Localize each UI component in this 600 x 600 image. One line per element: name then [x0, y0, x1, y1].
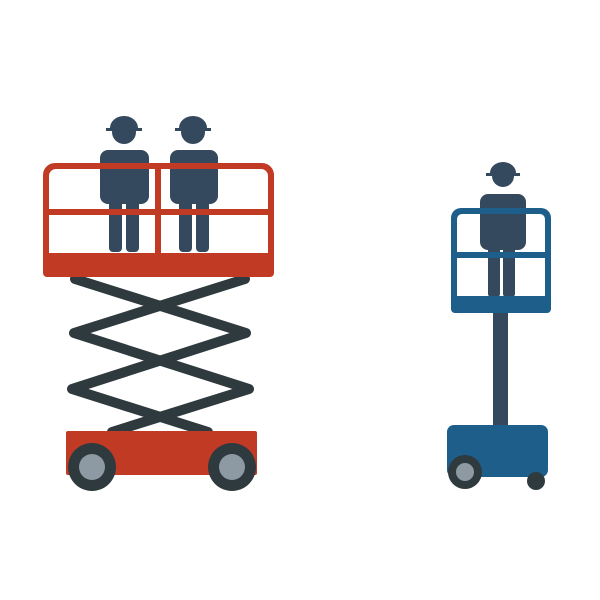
wheel — [448, 455, 482, 489]
mast-lift — [447, 162, 551, 490]
platform-deck — [43, 253, 274, 277]
worker — [100, 116, 149, 252]
scissor-lift — [43, 116, 274, 491]
wheel — [208, 443, 256, 491]
guard-rail — [451, 208, 551, 300]
rear-wheel — [527, 472, 545, 490]
guard-rail — [43, 163, 274, 260]
worker — [170, 116, 218, 252]
platform-deck — [451, 296, 551, 313]
wheel — [68, 443, 116, 491]
worker — [480, 162, 526, 297]
scissor-mechanism — [67, 274, 254, 437]
mast — [493, 308, 508, 430]
